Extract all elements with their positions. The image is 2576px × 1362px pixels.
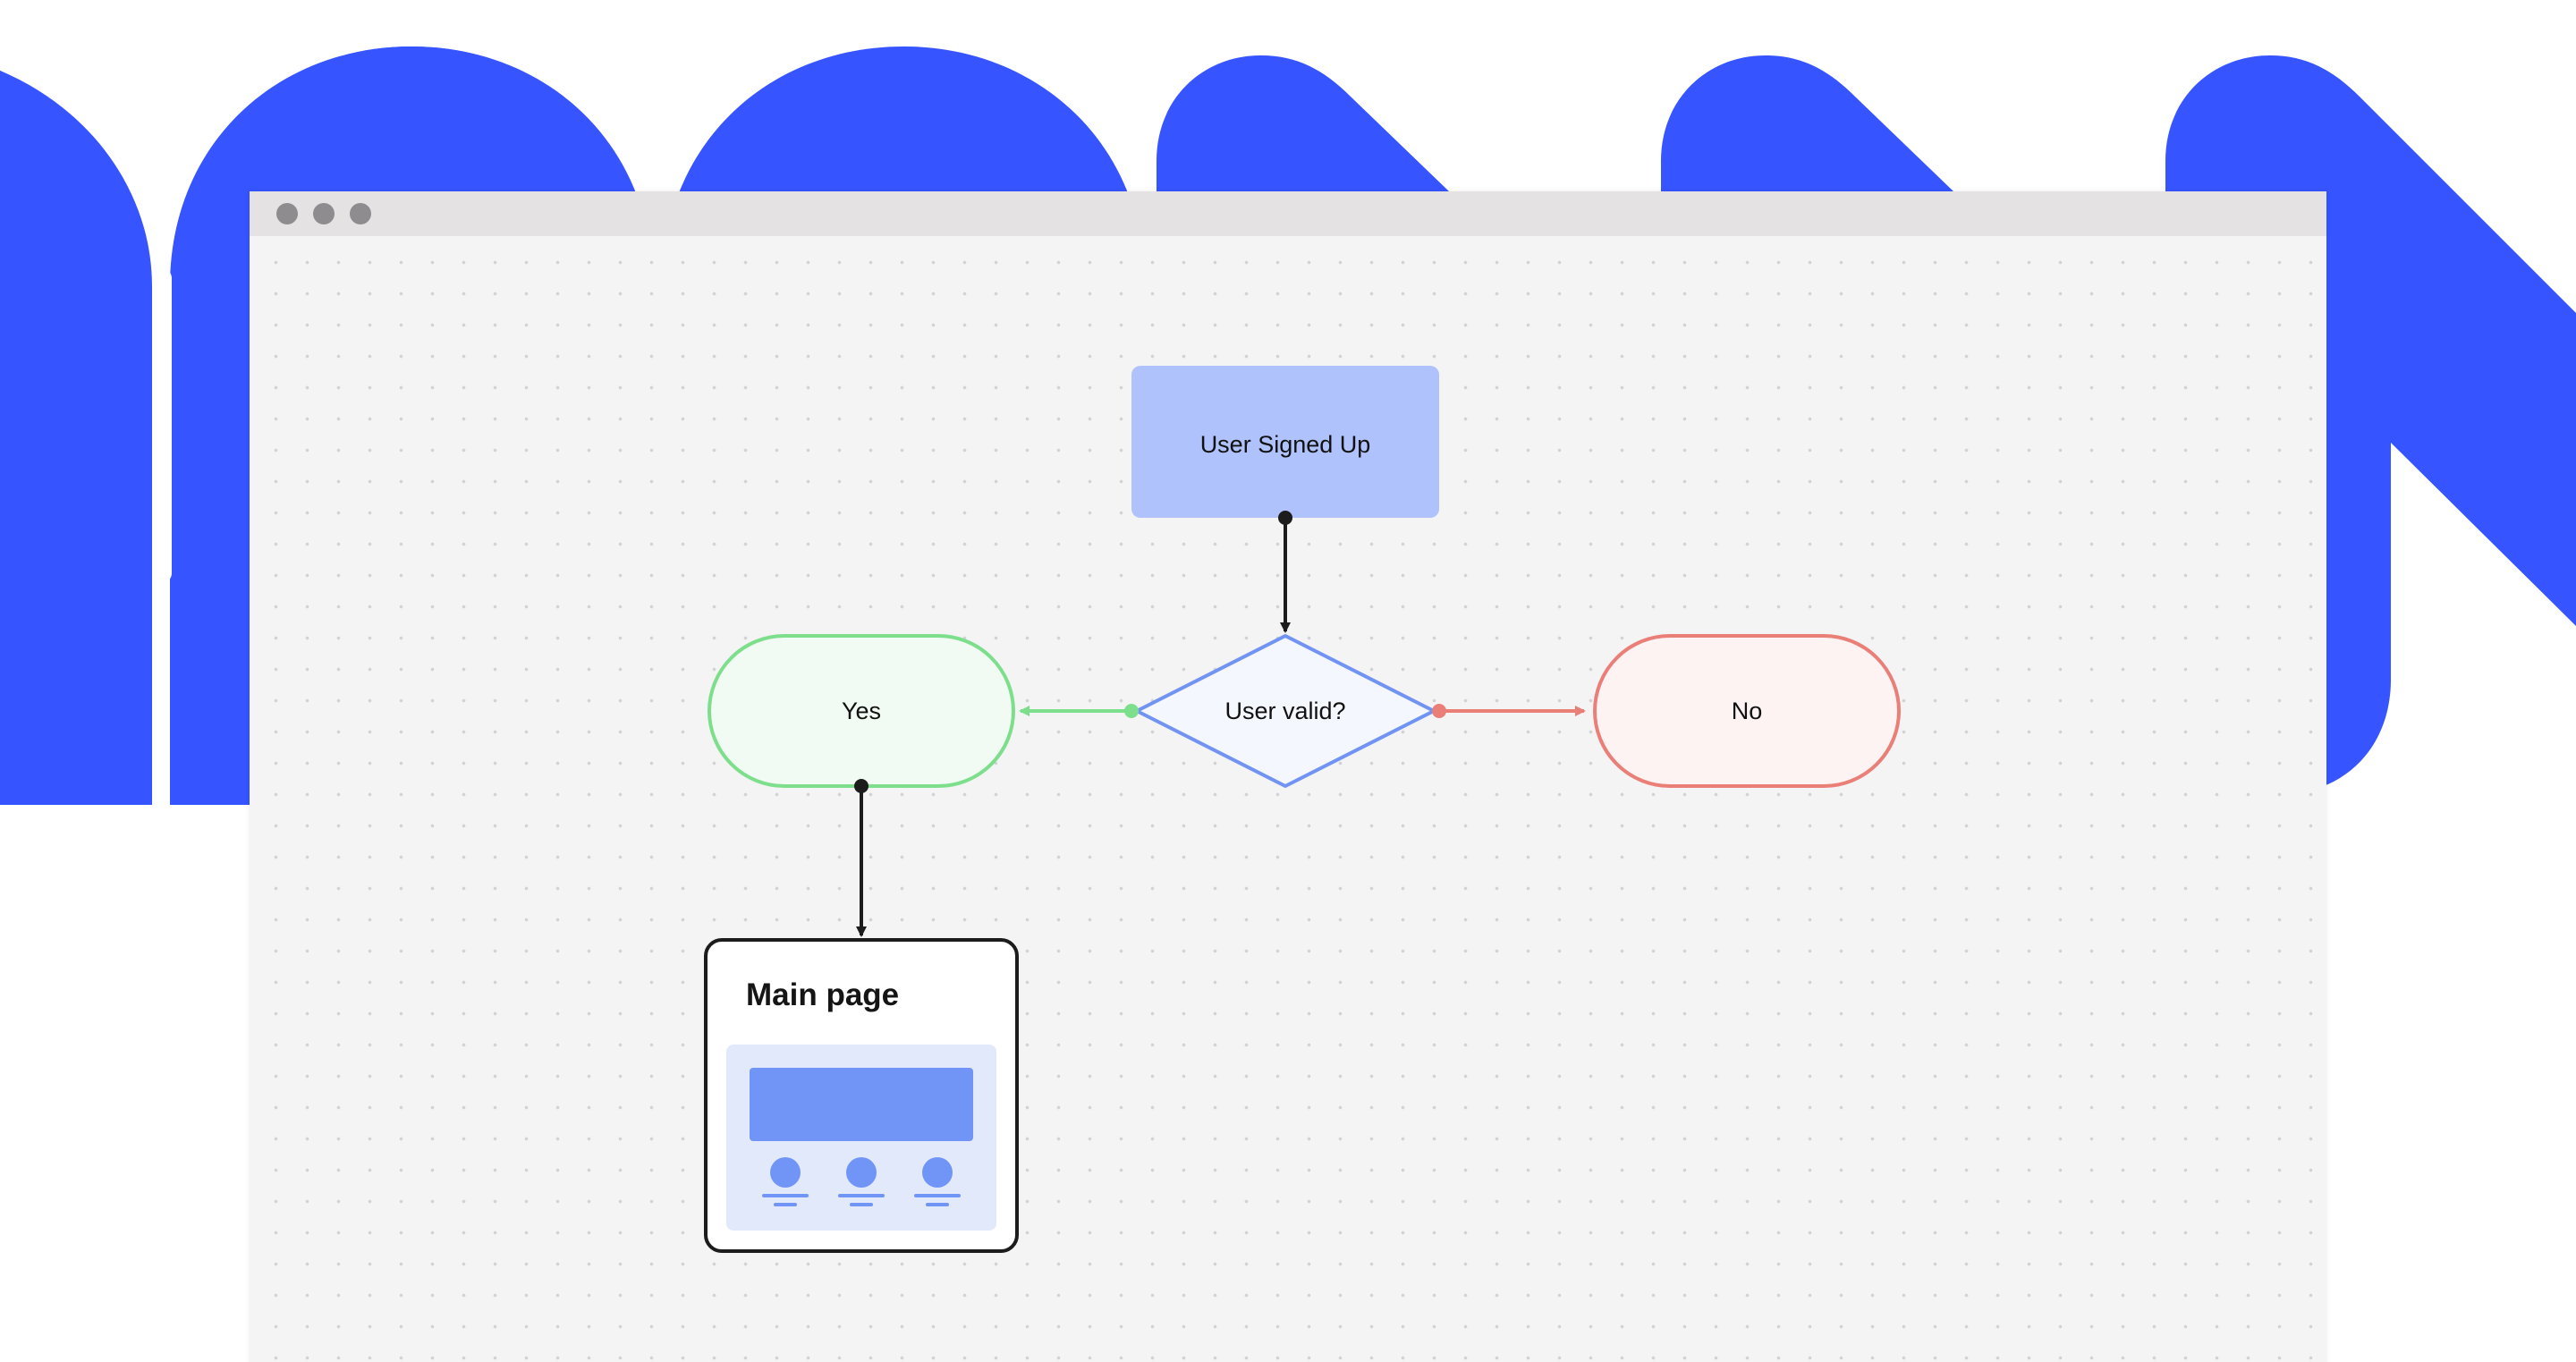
image-banner-icon	[750, 1068, 973, 1141]
main-page-card-title: Main page	[746, 977, 899, 1012]
yes-node-label: Yes	[842, 698, 881, 724]
window-maximize-button[interactable]	[350, 203, 371, 224]
window-close-button[interactable]	[276, 203, 298, 224]
page-preview-panel	[726, 1045, 996, 1231]
connector-start-handle[interactable]	[1278, 511, 1292, 525]
no-node-label: No	[1732, 698, 1763, 724]
connector-yes-to-main-page[interactable]	[854, 779, 869, 937]
avatar-icon	[914, 1157, 961, 1206]
connector-yes-handle[interactable]	[1124, 704, 1139, 718]
window-titlebar	[250, 191, 2326, 236]
brand-shape-slant-1	[1157, 55, 1449, 191]
decision-node[interactable]: User valid?	[1135, 634, 1436, 788]
app-window: User Signed Up User valid?	[250, 191, 2326, 1362]
start-node-label: User Signed Up	[1200, 431, 1371, 458]
connector-no-handle[interactable]	[1432, 704, 1446, 718]
brand-shape-gap	[152, 268, 172, 583]
start-node[interactable]: User Signed Up	[1131, 366, 1439, 518]
flowchart-canvas[interactable]: User Signed Up User valid?	[250, 236, 2326, 1362]
connector-start-to-decision[interactable]	[1278, 511, 1292, 633]
window-minimize-button[interactable]	[313, 203, 335, 224]
main-page-card[interactable]: Main page	[704, 938, 1019, 1253]
no-node[interactable]: No	[1593, 634, 1901, 788]
yes-node[interactable]: Yes	[708, 634, 1015, 788]
connector-decision-to-no[interactable]	[1432, 704, 1586, 718]
connector-main-handle[interactable]	[854, 779, 869, 793]
decision-node-label: User valid?	[1224, 698, 1345, 724]
flowchart-diagram: User Signed Up User valid?	[704, 366, 1901, 1253]
avatar-icon	[762, 1157, 809, 1206]
connector-decision-to-yes[interactable]	[1019, 704, 1139, 718]
avatar-icon	[838, 1157, 885, 1206]
brand-shape-slant-2	[1661, 55, 1953, 191]
